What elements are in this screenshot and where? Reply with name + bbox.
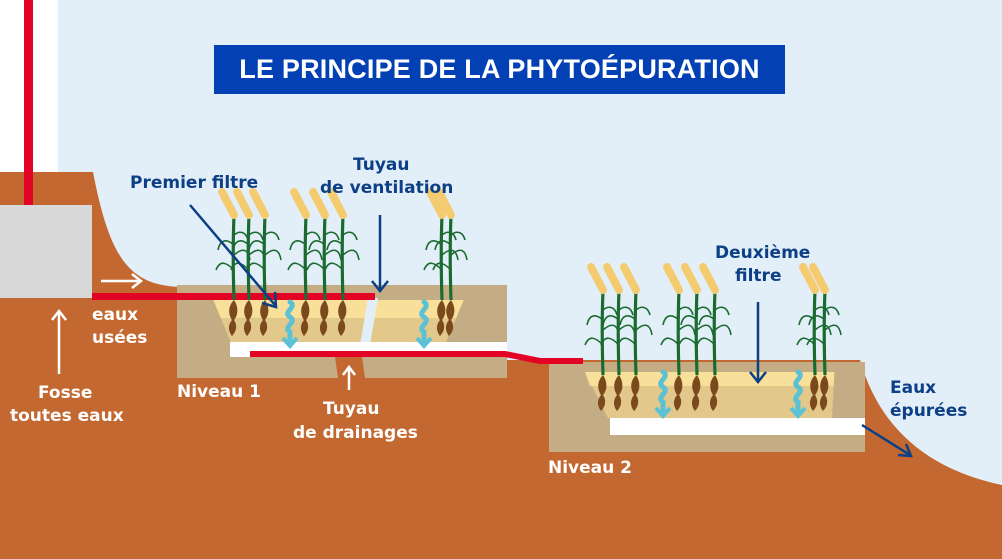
label-tuyau-ventilation-line1: Tuyau bbox=[353, 155, 410, 175]
label-tuyau-ventilation-line2: de ventilation bbox=[320, 178, 454, 198]
label-niveau-2: Niveau 2 bbox=[548, 458, 632, 478]
label-eaux-epurees-line1: Eaux bbox=[890, 378, 937, 398]
label-niveau-1: Niveau 1 bbox=[177, 382, 261, 402]
arrow-down-icon bbox=[371, 215, 913, 458]
label-deuxieme-filtre-line2: filtre bbox=[735, 266, 782, 286]
label-tuyau-drainages-line2: de drainages bbox=[293, 423, 418, 443]
arrow-white-icons bbox=[51, 273, 356, 390]
label-fosse-line2: toutes eaux bbox=[10, 406, 124, 426]
label-tuyau-drainages-line1: Tuyau bbox=[323, 399, 380, 419]
second-filter-basin bbox=[549, 362, 865, 452]
label-eaux-epurees-line2: épurées bbox=[890, 401, 968, 421]
septic-tank bbox=[0, 205, 92, 298]
label-fosse-line1: Fosse bbox=[38, 383, 93, 403]
house-outflow-pipe bbox=[24, 0, 33, 205]
label-premier-filtre: Premier filtre bbox=[130, 173, 259, 193]
label-deuxieme-filtre-line1: Deuxième bbox=[715, 243, 811, 263]
page-title: LE PRINCIPE DE LA PHYTOÉPURATION bbox=[214, 45, 785, 94]
label-eaux-usees-line2: usées bbox=[92, 328, 148, 348]
drainage-pipe bbox=[250, 351, 583, 364]
arrow-diagonal-icon bbox=[189, 204, 278, 309]
label-eaux-usees-line1: eaux bbox=[92, 305, 139, 325]
